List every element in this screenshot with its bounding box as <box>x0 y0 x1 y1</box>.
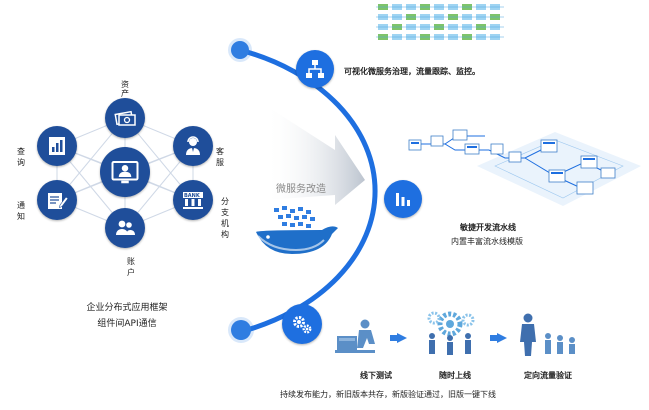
hub-node-notify <box>37 180 77 220</box>
stage-arrow-2 <box>497 333 507 343</box>
bar-chart-icon <box>396 193 410 206</box>
bank-icon <box>183 192 203 209</box>
bank-label: BANK <box>184 193 200 199</box>
hub-node-account <box>105 208 145 248</box>
hub-node-branch: BANK <box>173 180 213 220</box>
label-notify: 通知 <box>17 201 25 221</box>
hub-center-node <box>100 147 150 197</box>
bar-chart-doc-icon <box>49 137 65 155</box>
stage-arrow-1 <box>397 333 407 343</box>
offline-test-icon <box>335 319 375 353</box>
release-caption: 持续发布能力，新旧版本共存，新版验证通过，旧版一键下线 <box>280 390 496 399</box>
service-grid-illustration <box>376 4 504 40</box>
stage-label-3: 定向流量验证 <box>524 371 572 380</box>
stage-label-1: 线下测试 <box>360 371 392 380</box>
arrow-label: 微服务改造 <box>276 184 326 195</box>
hub-node-query <box>37 126 77 166</box>
label-service: 客服 <box>216 147 224 167</box>
arc-start-dot <box>231 41 249 59</box>
label-branch: 分支机构 <box>221 197 229 239</box>
hub-caption-line2: 组件间API通信 <box>97 319 157 329</box>
hub-node-service <box>173 126 213 166</box>
users-icon <box>116 220 135 235</box>
network-topology-icon <box>306 60 324 78</box>
stage-arrow-2-tail <box>490 335 498 341</box>
targeted-traffic-icon <box>520 313 575 356</box>
gears-icon <box>293 316 312 334</box>
label-query: 查询 <box>17 147 25 167</box>
label-assets: 资产 <box>121 80 129 98</box>
arc-node-governance <box>296 50 334 88</box>
transform-arrow <box>265 105 365 205</box>
stage-arrow-1-tail <box>390 335 398 341</box>
pipeline-illustration <box>408 129 641 206</box>
arc-node-pipeline <box>384 180 422 218</box>
stage-label-2: 随时上线 <box>439 371 471 380</box>
arc-node-release <box>282 304 322 344</box>
money-icon <box>114 110 136 126</box>
hub-caption-line1: 企业分布式应用框架 <box>86 303 168 313</box>
label-account: 账户 <box>127 257 135 277</box>
pipeline-title: 敏捷开发流水线 <box>460 223 516 232</box>
document-edit-icon <box>48 193 69 209</box>
arc-end-dot <box>231 320 251 340</box>
release-anytime-icon <box>427 311 475 355</box>
governance-title: 可视化微服务治理，流量跟踪、监控。 <box>344 67 480 76</box>
hub-node-assets <box>105 98 145 138</box>
docker-whale-icon <box>256 206 338 254</box>
user-monitor-icon <box>111 161 139 184</box>
pipeline-subtitle: 内置丰富流水线模版 <box>451 237 523 246</box>
support-agent-icon <box>186 136 200 155</box>
